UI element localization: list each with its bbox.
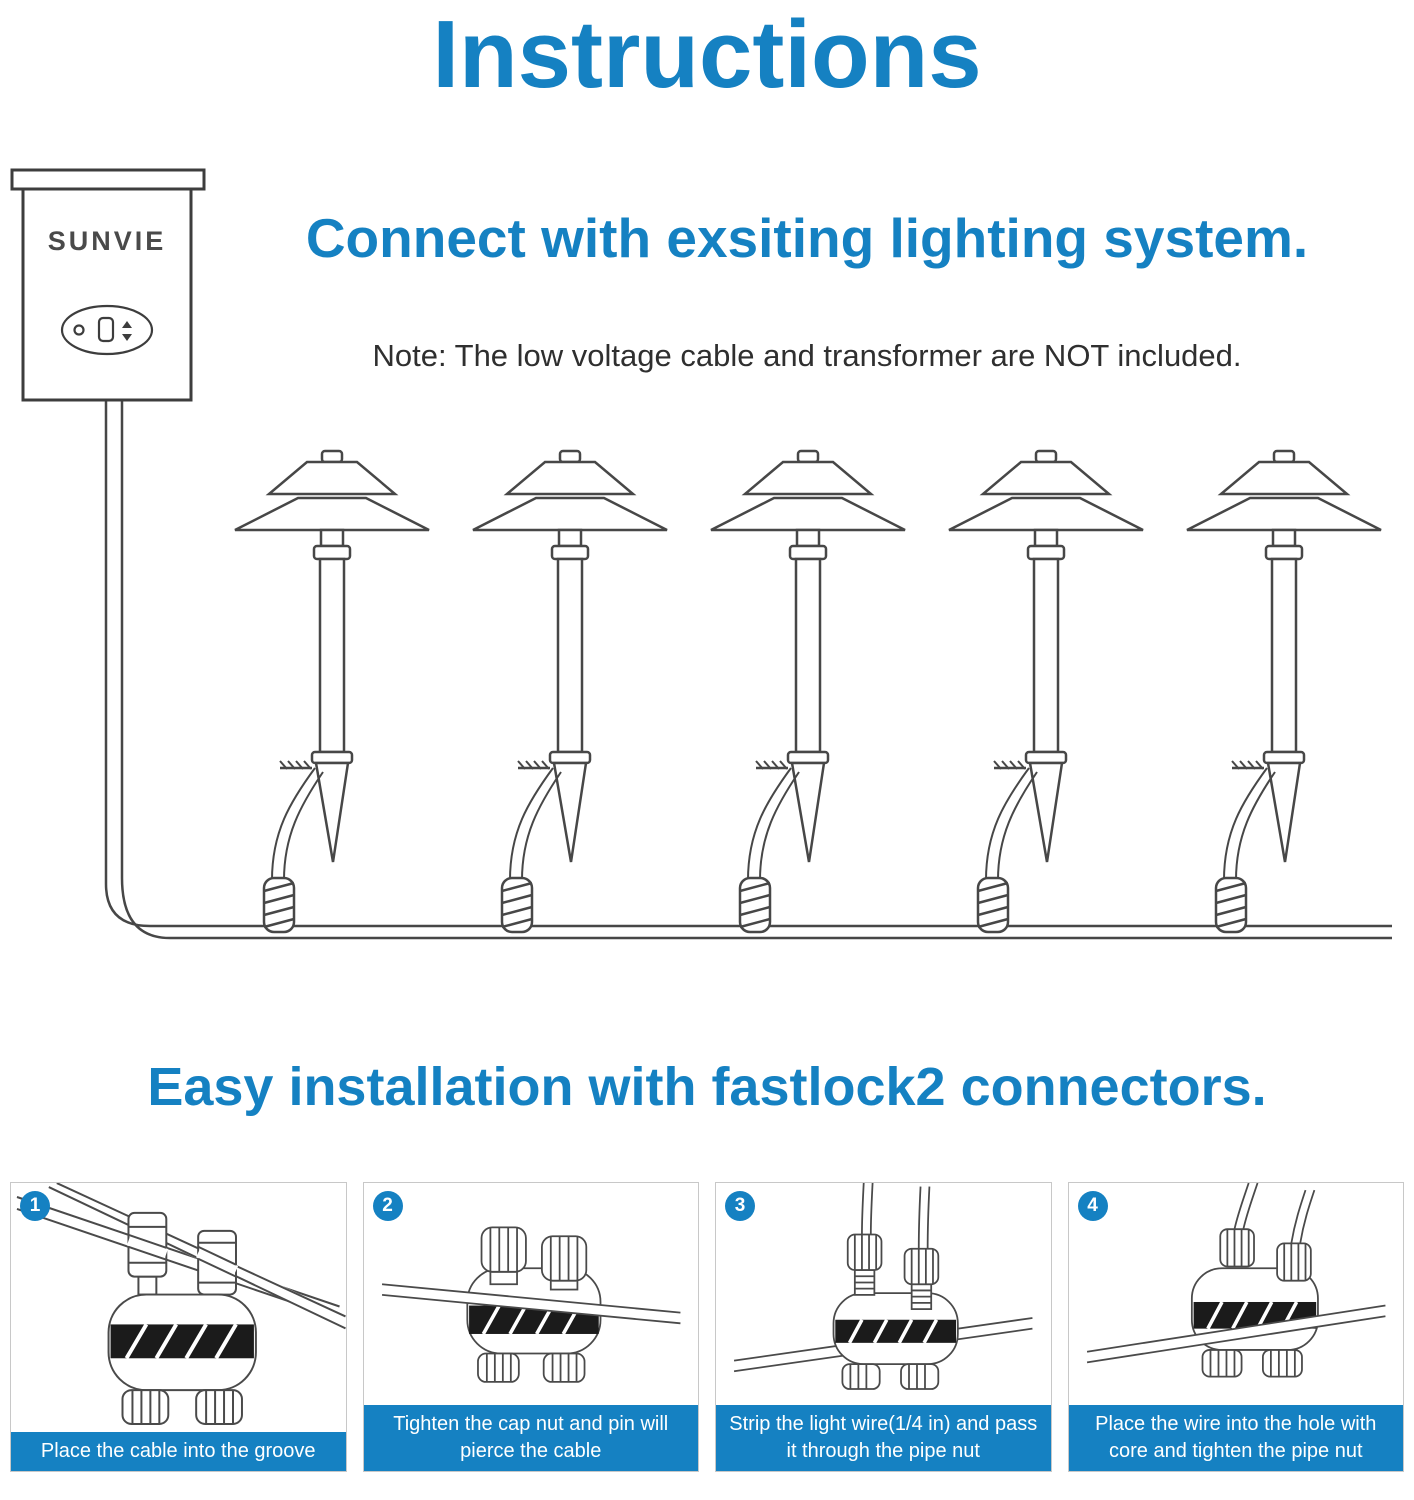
path-light-3: [709, 449, 907, 934]
step-2-illustration: [381, 1226, 681, 1383]
cap-nuts: [121, 1389, 243, 1425]
step-panel-3: 3: [715, 1182, 1052, 1472]
page-title: Instructions: [432, 1, 982, 108]
step-3-badge: 3: [725, 1191, 755, 1221]
step-1-illustration: [15, 1183, 346, 1425]
install-heading: Easy installation with fastlock2 connect…: [147, 1057, 1267, 1117]
note-text: Note: The low voltage cable and transfor…: [372, 338, 1242, 373]
connector-band: [468, 1304, 599, 1335]
step-1-badge: 1: [20, 1191, 50, 1221]
main-cable: [104, 400, 1392, 940]
cable: [381, 1283, 681, 1325]
cable: [1085, 1304, 1386, 1364]
connector-band: [835, 1318, 957, 1344]
cable-in-groove: [126, 1233, 239, 1278]
pipe-nuts: [846, 1233, 940, 1310]
transformer-brand: SUNVIE: [48, 226, 167, 256]
step-4-illustration: [1085, 1183, 1386, 1378]
transformer-box-icon: SUNVIE: [10, 168, 206, 402]
fastlock-posts: [127, 1211, 237, 1296]
cap-nuts-bottom: [476, 1352, 585, 1383]
wiring-diagram: SUNVIE: [10, 168, 1392, 940]
path-light-4: [947, 449, 1145, 934]
step-2-badge: 2: [372, 1191, 403, 1221]
connector-band: [110, 1323, 254, 1360]
timer-control-icon: [60, 304, 154, 356]
connect-heading: Connect with exsiting lighting system.: [305, 207, 1309, 269]
step-panel-1: 1: [10, 1182, 347, 1472]
step-3-caption: Strip the light wire(1/4 in) and pass it…: [716, 1405, 1051, 1471]
step-4-caption: Place the wire into the hole with core a…: [1068, 1405, 1403, 1471]
light-wires: [861, 1183, 931, 1249]
cap-nuts-bottom: [1201, 1349, 1303, 1378]
path-light-5: [1185, 449, 1383, 934]
path-light-2: [471, 449, 669, 934]
step-3-illustration: [733, 1183, 1034, 1390]
light-wires: [1233, 1183, 1315, 1244]
steps-row: 1: [10, 1182, 1404, 1472]
step-2-caption: Tighten the cap nut and pin will pierce …: [363, 1405, 698, 1471]
step-panel-4: 4: [1067, 1182, 1404, 1472]
cap-nuts-top: [480, 1226, 587, 1291]
cap-nuts-bottom: [841, 1363, 940, 1390]
step-4-badge: 4: [1077, 1191, 1108, 1221]
path-light-1: [233, 449, 431, 934]
pipe-nuts: [1218, 1228, 1312, 1282]
step-panel-2: 2: [362, 1182, 699, 1472]
step-1-caption: Place the cable into the groove: [11, 1432, 346, 1471]
